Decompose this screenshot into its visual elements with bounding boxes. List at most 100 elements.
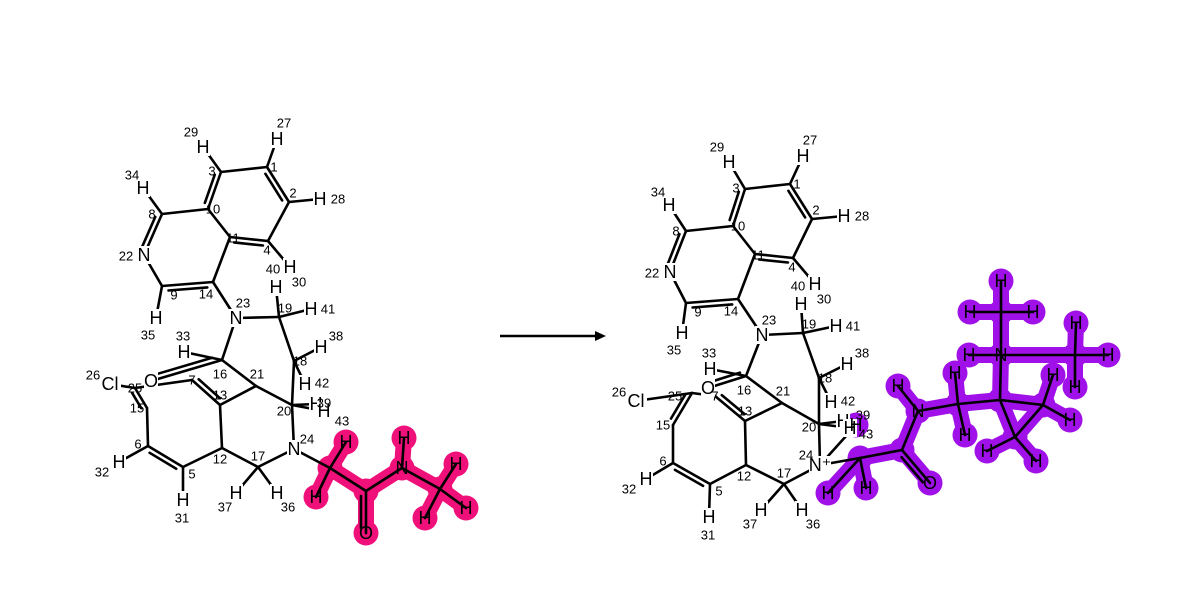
right-atom-symbol: O: [923, 473, 937, 493]
left-atom-index: 25: [128, 381, 142, 396]
left-atom-index: 17: [251, 449, 265, 464]
right-atom-symbol: N: [912, 401, 925, 421]
right-atom-symbol: H: [963, 345, 976, 365]
left-atom-symbol: H: [177, 490, 190, 510]
left-atom-symbol: H: [310, 487, 323, 507]
left-bond: [190, 378, 222, 407]
right-atom-symbol: H: [809, 274, 822, 294]
right-atom-index: 16: [737, 383, 751, 398]
left-atom-label-background: [287, 440, 301, 458]
left-atom-symbol: H: [270, 277, 283, 297]
left-atom-symbol: H: [230, 483, 243, 503]
left-atom-index: 23: [236, 296, 250, 311]
left-bond: [206, 170, 223, 211]
right-bond: [1013, 403, 1045, 439]
right-atom-index: 43: [859, 427, 873, 442]
right-bond: [956, 398, 1002, 406]
left-bond: [181, 446, 224, 469]
left-bond: [423, 487, 442, 520]
left-atom-symbol: H: [299, 374, 312, 394]
right-double-bond-line: [665, 232, 681, 267]
right-atom-symbol: N: [756, 325, 769, 345]
left-bond: [266, 200, 291, 243]
right-double-bond-line: [720, 393, 746, 416]
left-atom-symbol: H: [271, 129, 284, 149]
right-atom-label-background: [843, 419, 857, 437]
right-atom-symbol: H: [1047, 365, 1060, 385]
left-atom-label-background: [137, 246, 151, 264]
right-atom-label-background: [722, 153, 736, 171]
left-double-bond-line: [264, 172, 284, 202]
right-atom-symbol: H: [838, 206, 851, 226]
left-bond: [277, 315, 296, 363]
right-bond: [684, 224, 735, 233]
right-bond: [801, 331, 821, 380]
right-atom-index: 12: [737, 469, 751, 484]
right-atom-label-background: [703, 360, 717, 378]
left-atom-symbol: H: [450, 454, 463, 474]
left-bond: [254, 384, 294, 407]
left-atom-symbol: H: [178, 342, 191, 362]
left-atom-index: 21: [250, 367, 264, 382]
right-atom-index: 39: [856, 408, 870, 423]
left-atom-index: 29: [184, 125, 198, 140]
left-atom-index: 4: [263, 243, 270, 258]
left-atom-symbol: H: [460, 498, 473, 518]
right-bond: [985, 435, 1017, 453]
right-atom-index: 14: [724, 304, 738, 319]
right-bond: [753, 252, 795, 260]
left-atom-symbol: H: [197, 137, 210, 157]
right-atom-symbol: H: [830, 316, 843, 336]
right-atom-index: 26: [612, 385, 626, 400]
left-double-bond-line: [232, 241, 265, 247]
right-bond: [780, 401, 821, 426]
right-atom-index: 42: [841, 394, 855, 409]
right-bond: [896, 384, 920, 413]
right-atom-label-background: [809, 456, 831, 474]
right-bond: [998, 398, 1045, 407]
right-double-bond-line: [900, 455, 925, 484]
left-bond: [438, 487, 468, 510]
right-bond: [900, 448, 932, 485]
right-bond: [916, 402, 960, 413]
right-atom-symbol: H: [964, 302, 977, 322]
left-double-bond-line: [140, 215, 157, 250]
right-atom-index: 5: [715, 484, 722, 499]
left-atom-label-background: [229, 484, 243, 502]
right-atom-index: 29: [710, 140, 724, 155]
right-bond: [956, 402, 967, 437]
right-atom-symbol: H: [797, 146, 810, 166]
right-atom-index: 8: [672, 224, 679, 239]
left-atom-label-background: [177, 343, 191, 361]
right-atom-symbol: H: [755, 500, 768, 520]
right-atom-label-background: [840, 355, 854, 373]
right-atom-label-background: [808, 275, 822, 293]
right-atom-index: 24: [799, 448, 813, 463]
left-bond: [133, 386, 149, 410]
left-atom-index: 5: [188, 467, 195, 482]
right-atom-label-background: [824, 393, 838, 411]
left-bond: [438, 462, 458, 491]
right-atom-label-background: [701, 379, 715, 397]
right-atom-symbol: H: [822, 483, 835, 503]
left-atom-index: 33: [176, 329, 190, 344]
right-bond: [743, 182, 792, 191]
left-bond: [228, 235, 270, 243]
right-bond: [788, 182, 814, 221]
left-atom-symbol: H: [305, 299, 318, 319]
right-atom-symbol: H: [850, 415, 863, 435]
right-atom-index: 32: [622, 482, 636, 497]
right-bond: [826, 456, 862, 495]
left-bond: [211, 235, 232, 284]
right-bond: [744, 374, 784, 405]
right-atom-index: 10: [731, 219, 745, 234]
right-atom-index: 35: [667, 343, 681, 358]
right-atom-label-background: [625, 392, 647, 410]
right-atom-label-background: [755, 326, 769, 344]
left-atom-index: 15: [130, 401, 144, 416]
left-atom-symbol: N: [138, 245, 151, 265]
right-atom-index: 18: [818, 371, 832, 386]
left-double-bond-line: [203, 173, 217, 205]
left-bond: [328, 466, 368, 493]
